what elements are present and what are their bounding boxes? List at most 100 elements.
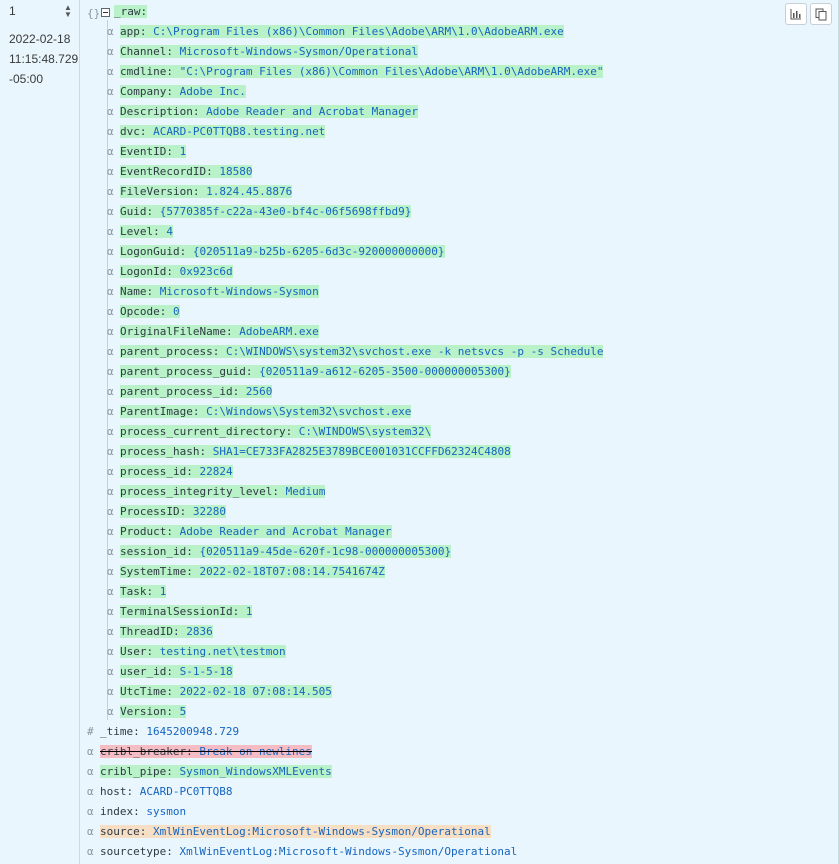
field-value: Sysmon_WindowsXMLEvents	[172, 765, 332, 778]
field-key-value: TerminalSessionId: 1	[120, 605, 253, 618]
field-key: user_id:	[120, 665, 173, 678]
field-key-value: _time: 1645200948.729	[100, 725, 239, 738]
chart-button[interactable]	[785, 3, 807, 25]
string-type-icon: α	[107, 705, 114, 718]
field-key-value: session_id: {020511a9-45de-620f-1c98-000…	[120, 545, 452, 558]
field-value: testing.net\testmon	[153, 645, 286, 658]
field-key-value: process_integrity_level: Medium	[120, 485, 326, 498]
field-key: session_id:	[120, 545, 193, 558]
string-type-icon: α	[107, 505, 114, 518]
string-type-icon: α	[87, 825, 94, 838]
chevron-down-icon[interactable]: ▼	[64, 10, 72, 19]
field-key-value: process_hash: SHA1=CE733FA2825E3789BCE00…	[120, 445, 511, 458]
field-key: process_id:	[120, 465, 193, 478]
copy-button[interactable]	[810, 3, 832, 25]
field-key: index:	[100, 805, 140, 818]
field-key-value: dvc: ACARD-PC0TTQB8.testing.net	[120, 125, 326, 138]
field-key: Product:	[120, 525, 173, 538]
field-key-value: EventRecordID: 18580	[120, 165, 253, 178]
row-stepper[interactable]: ▲ ▼	[63, 4, 73, 20]
field-value: 22824	[192, 465, 233, 478]
event-date: 2022-02-18	[9, 32, 71, 46]
string-type-icon: α	[87, 765, 94, 778]
field-key-value: Company: Adobe Inc.	[120, 85, 246, 98]
field-key: Company:	[120, 85, 173, 98]
top-field-row[interactable]: α source: XmlWinEventLog:Microsoft-Window…	[87, 824, 491, 840]
row-gutter: 1 ▲ ▼ 2022-02-18 11:15:48.729 -05:00	[0, 0, 80, 864]
field-key: ProcessID:	[120, 505, 187, 518]
raw-field-row[interactable]: α parent_process: C:\WINDOWS\system32\svc…	[107, 344, 604, 360]
field-key: source:	[100, 825, 147, 838]
string-type-icon: α	[107, 565, 114, 578]
field-key: Channel:	[120, 45, 173, 58]
field-value: ACARD-PC0TTQB8.testing.net	[146, 125, 326, 138]
field-key: process_integrity_level:	[120, 485, 279, 498]
field-value: 0	[166, 305, 180, 318]
field-key-value: ThreadID: 2836	[120, 625, 213, 638]
field-key-value: process_id: 22824	[120, 465, 233, 478]
string-type-icon: α	[107, 185, 114, 198]
field-value: 4	[159, 225, 173, 238]
string-type-icon: α	[107, 665, 114, 678]
field-value: Adobe Inc.	[172, 85, 246, 98]
string-type-icon: α	[107, 525, 114, 538]
field-value: C:\Windows\System32\svchost.exe	[199, 405, 412, 418]
event-time: 11:15:48.729	[9, 52, 79, 66]
field-key-value: Guid: {5770385f-c22a-43e0-bf4c-06f5698ff…	[120, 205, 412, 218]
field-key: ThreadID:	[120, 625, 180, 638]
string-type-icon: α	[107, 125, 114, 138]
collapse-toggle-icon[interactable]	[101, 8, 110, 17]
field-key: Version:	[120, 705, 173, 718]
field-value: sysmon	[139, 805, 187, 818]
chevron-up-icon[interactable]: ▲	[64, 3, 72, 12]
top-field-row[interactable]: #_time: 1645200948.729	[87, 724, 239, 740]
raw-field-header: _raw:	[114, 4, 148, 20]
field-key-value: Description: Adobe Reader and Acrobat Ma…	[120, 105, 419, 118]
raw-field-row[interactable]: α dvc: ACARD-PC0TTQB8.testing.net	[107, 124, 326, 140]
field-key-value: Level: 4	[120, 225, 173, 238]
field-value: "C:\Program Files (x86)\Common Files\Ado…	[172, 65, 604, 78]
field-key-value: Opcode: 0	[120, 305, 180, 318]
string-type-icon: α	[107, 345, 114, 358]
field-key-value: source: XmlWinEventLog:Microsoft-Windows…	[100, 825, 491, 838]
field-key-value: parent_process: C:\WINDOWS\system32\svch…	[120, 345, 604, 358]
